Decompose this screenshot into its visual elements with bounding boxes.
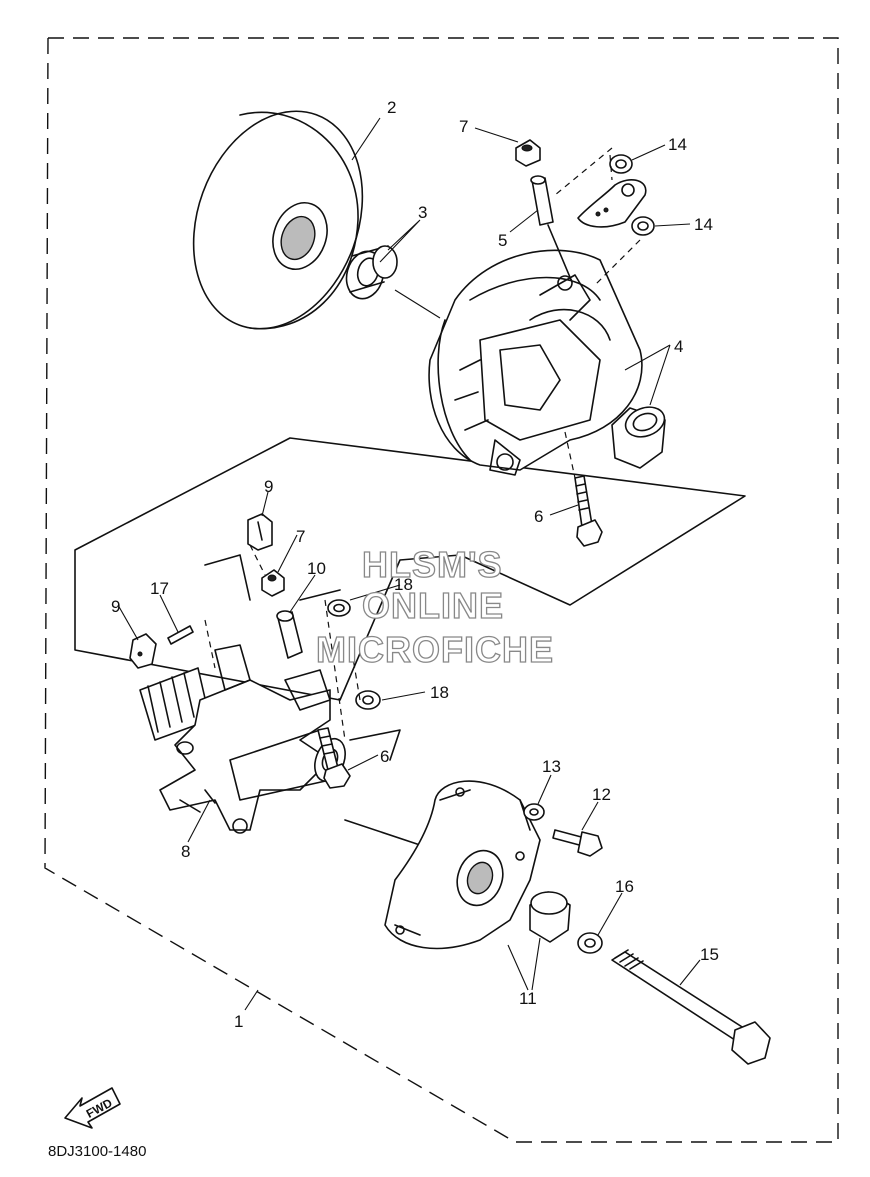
part-bushing-pair	[345, 245, 398, 300]
part-spider-hub	[139, 644, 346, 834]
callout-1: 1	[234, 1012, 243, 1031]
callout-6-upper: 6	[534, 507, 543, 526]
callout-15: 15	[700, 945, 719, 964]
part-washer-lower	[631, 216, 655, 236]
part-bolt-lower	[317, 727, 351, 789]
callout-11: 11	[519, 989, 537, 1008]
part-weight-arm	[577, 179, 647, 228]
fwd-arrow-icon: FWD	[64, 1087, 121, 1129]
callout-14-upper: 14	[668, 135, 687, 154]
part-slider-left	[129, 633, 157, 669]
callout-16: 16	[615, 877, 634, 896]
callout-leaders	[117, 117, 701, 1011]
watermark-line-3: MICROFICHE	[316, 629, 554, 670]
part-end-cover	[384, 780, 541, 950]
callout-12: 12	[592, 785, 611, 804]
part-washer-13	[523, 803, 545, 821]
callout-18-lower: 18	[430, 683, 449, 702]
part-bolt-12	[552, 829, 603, 857]
part-bolt-upper	[574, 475, 603, 547]
part-nut-top	[515, 139, 541, 167]
callout-2: 2	[387, 98, 396, 117]
callout-labels: 2 3 7 5 14 14 4 6 9 7 10 18 17 9 18 6 8 …	[111, 98, 719, 1031]
callout-18-upper: 18	[394, 575, 413, 594]
part-long-bolt	[611, 949, 771, 1065]
callout-9-left: 9	[111, 597, 120, 616]
part-slider-upper	[247, 513, 273, 551]
callout-10: 10	[307, 559, 326, 578]
part-washer-18a	[327, 599, 351, 617]
part-small-pin	[167, 625, 194, 645]
part-roller-pin	[276, 610, 303, 659]
subassembly-outline	[74, 437, 746, 701]
part-washer-18b	[355, 690, 381, 710]
callout-5: 5	[498, 231, 507, 250]
guide-lines-lower	[204, 554, 421, 846]
callout-3: 3	[418, 203, 427, 222]
watermark-line-2: ONLINE	[362, 585, 504, 626]
part-nut-lower	[261, 569, 285, 597]
assembly-boundary	[44, 37, 839, 1143]
callout-8: 8	[181, 842, 190, 861]
part-collar	[611, 406, 666, 469]
callout-9-upper: 9	[264, 477, 273, 496]
watermark: HLSM'S ONLINE MICROFICHE	[315, 543, 554, 670]
leader-3-to-4	[394, 289, 441, 319]
callout-6-lower: 6	[380, 747, 389, 766]
dashed-guide-14	[554, 147, 641, 286]
leader-pin-rod	[547, 224, 573, 283]
callout-7-top: 7	[459, 117, 468, 136]
part-sheave-disc	[192, 110, 364, 330]
part-pin	[530, 175, 554, 226]
watermark-line-1: HLSM'S	[362, 544, 503, 585]
part-washer-16	[577, 932, 603, 954]
part-washer-upper	[609, 154, 633, 174]
callout-14-lower: 14	[694, 215, 713, 234]
dashed-guide-6a	[564, 431, 576, 479]
callout-17: 17	[150, 579, 169, 598]
part-end-bushing	[529, 891, 571, 943]
dashed-guide-lower	[204, 544, 361, 741]
callout-7-lower: 7	[296, 527, 305, 546]
callout-13: 13	[542, 757, 561, 776]
callout-4: 4	[674, 337, 683, 356]
part-code: 8DJ3100-1480	[48, 1143, 146, 1160]
part-primary-housing	[428, 249, 643, 476]
